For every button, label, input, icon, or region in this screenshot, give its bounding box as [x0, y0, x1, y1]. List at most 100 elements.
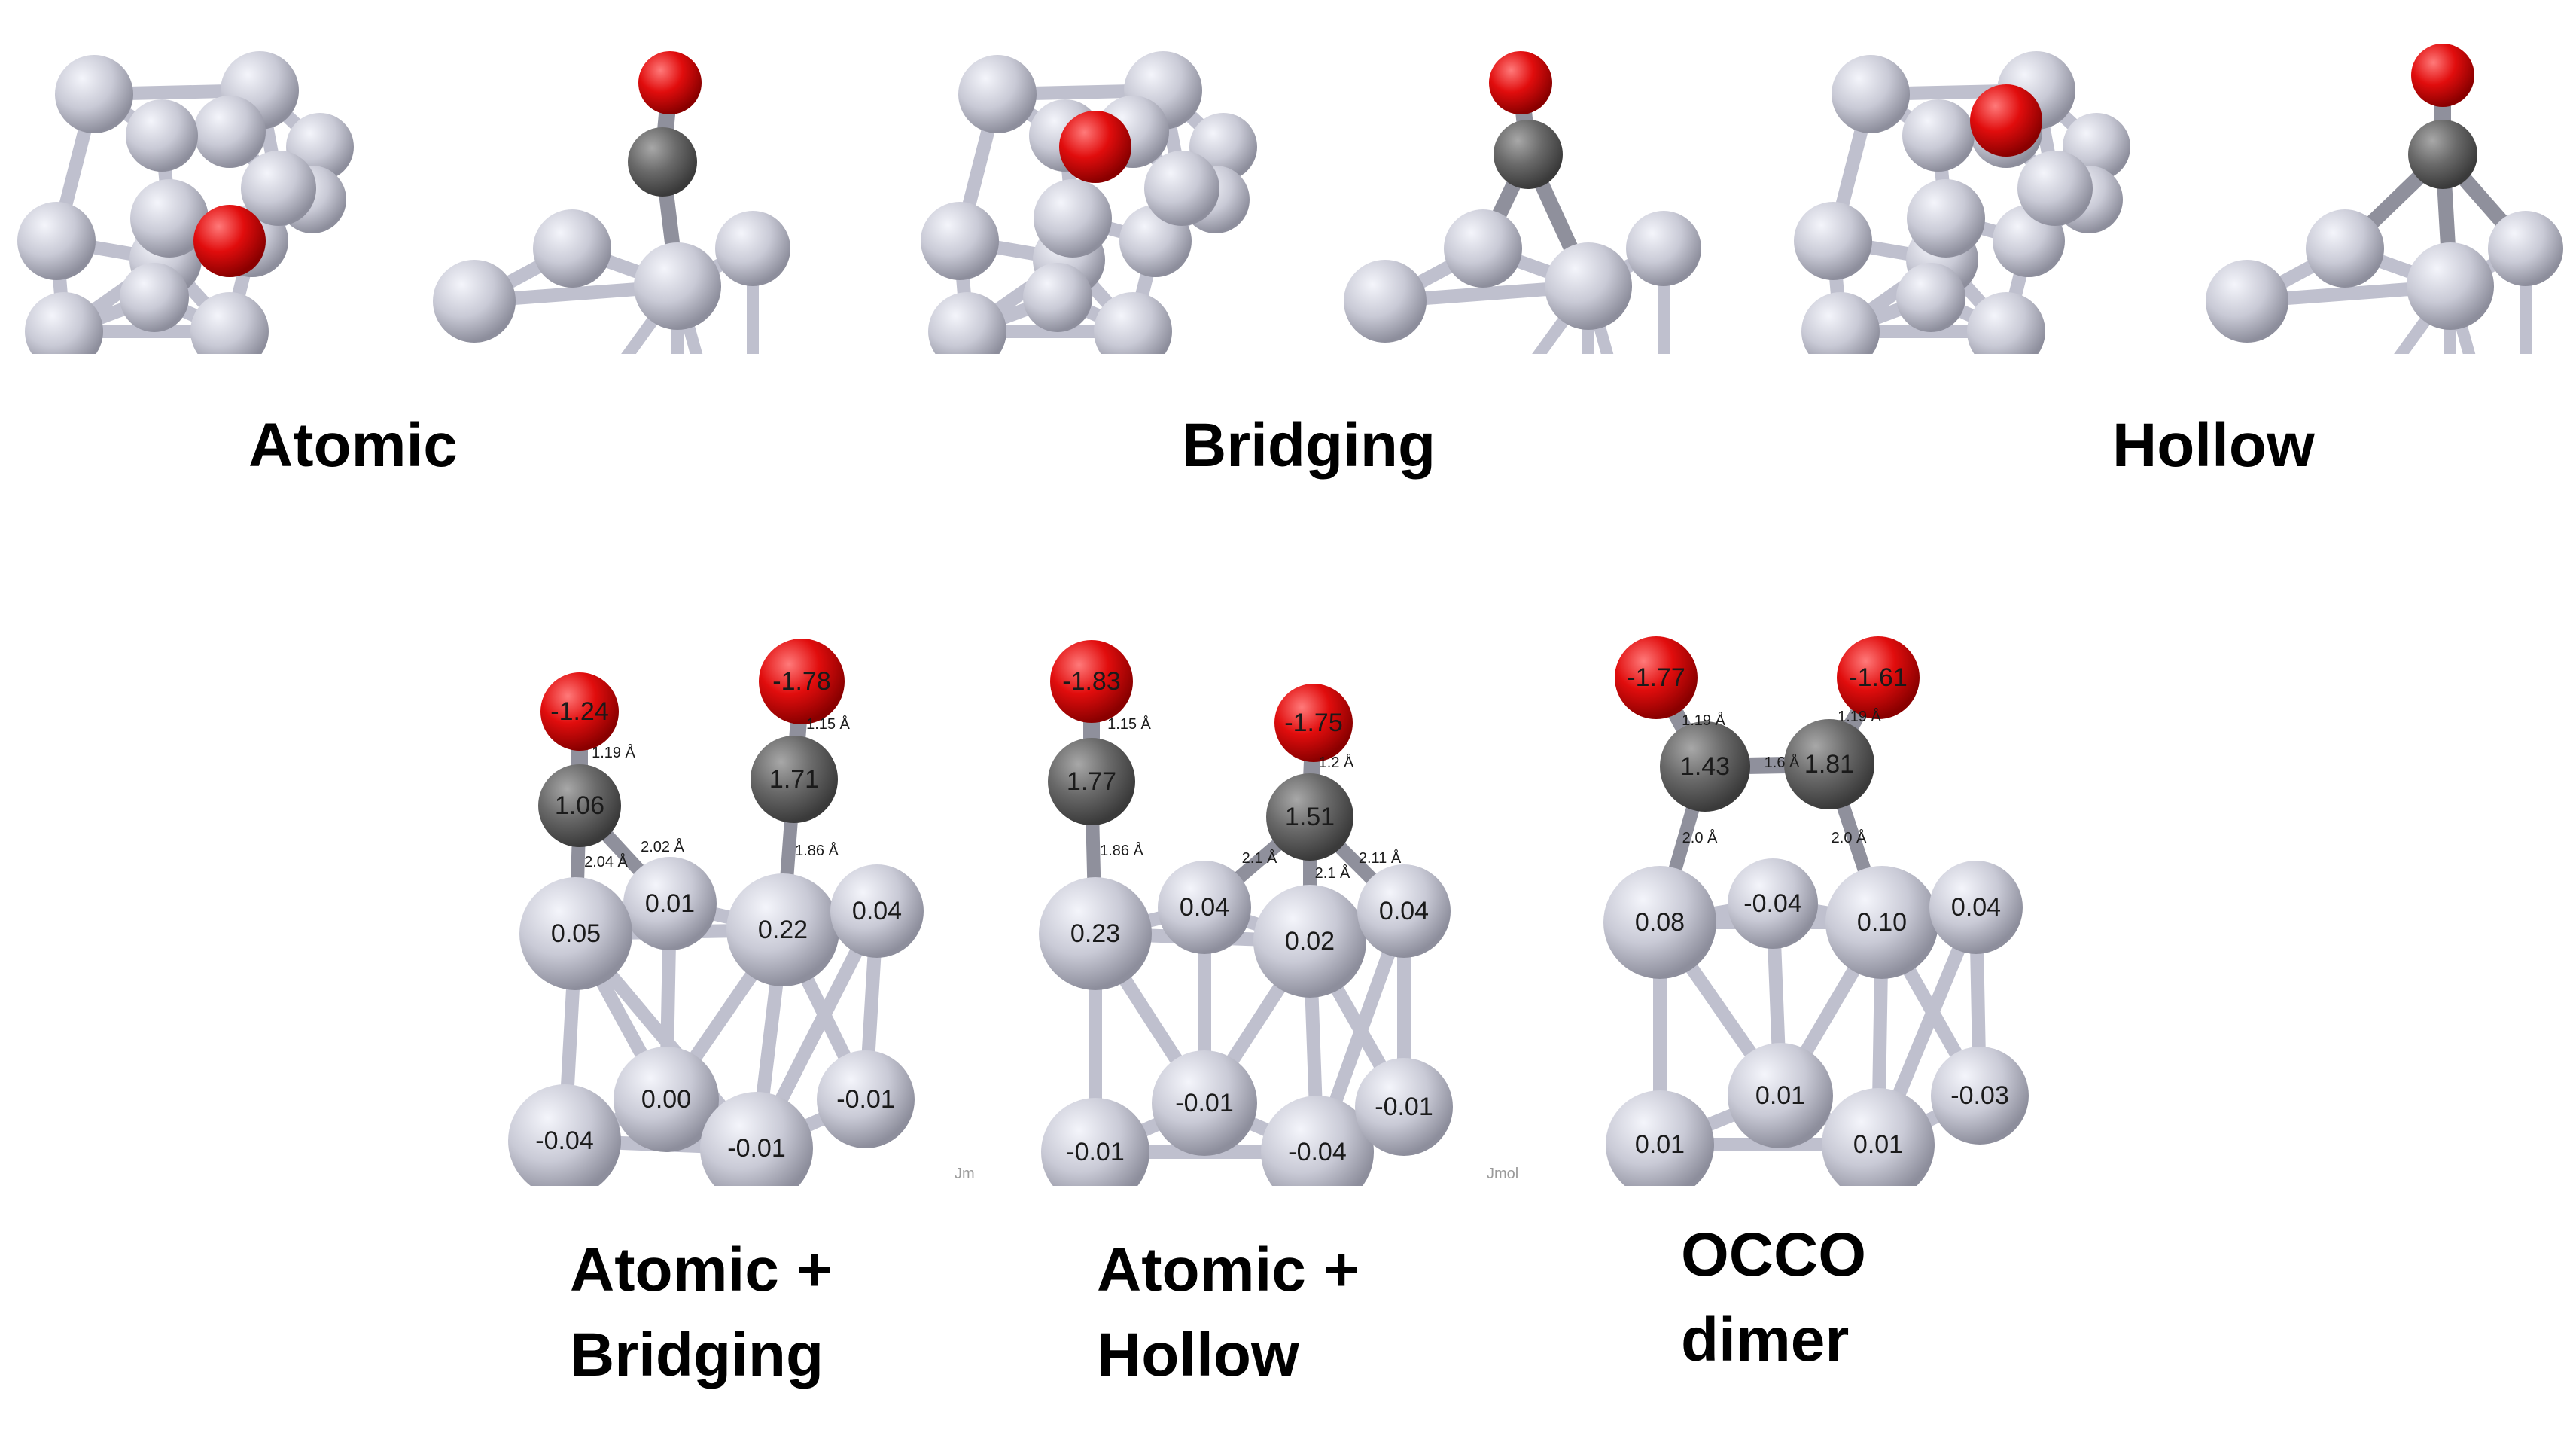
- metal-atom: [958, 55, 1037, 133]
- partial-charge-label: 1.71: [769, 765, 819, 794]
- bond-length-label: 1.19 Å: [1838, 708, 1881, 725]
- partial-charge-label: -0.01: [1175, 1089, 1234, 1117]
- metal-atom: [2306, 209, 2384, 288]
- metal-atom: [1626, 211, 1701, 286]
- jmol-watermark: Jm: [955, 1166, 975, 1182]
- bond-length-label: 1.19 Å: [1682, 712, 1725, 729]
- metal-atom: [715, 211, 790, 286]
- metal-atom: [190, 292, 269, 354]
- bridging-top-view: [921, 51, 1257, 354]
- metal-atom: [1931, 1047, 2029, 1145]
- bond-length-label: 1.86 Å: [795, 842, 839, 859]
- metal-atom: [130, 179, 209, 258]
- metal-atom: [1344, 260, 1427, 343]
- bond-length-label: 1.2 Å: [1319, 754, 1354, 771]
- metal-atom: [1902, 99, 1975, 172]
- partial-charge-label: -0.01: [1375, 1093, 1433, 1121]
- metal-atom: [2206, 260, 2288, 343]
- metal-atom: [1023, 263, 1092, 332]
- partial-charge-label: 0.10: [1857, 908, 1907, 937]
- bond-length-label: 1.19 Å: [592, 744, 635, 761]
- metal-atom: [1618, 414, 1634, 429]
- partial-charge-label: 0.04: [1180, 893, 1229, 922]
- bottom-row-structures: -1.24 1.06 -1.78 1.71 0.01 0.05 0.22 0.04 0.00 -0…: [508, 636, 2029, 1186]
- metal-atom: [433, 260, 516, 343]
- partial-charge-label: -0.01: [836, 1085, 895, 1114]
- partial-charge-label: -1.83: [1062, 667, 1121, 696]
- hollow-top-view: [1794, 51, 2130, 354]
- metal-atom: [55, 55, 133, 133]
- metal-atom: [745, 414, 760, 429]
- partial-charge-label: 1.51: [1285, 803, 1335, 831]
- metal-atom: [928, 292, 1006, 354]
- metal-atom: [1261, 1096, 1374, 1186]
- jmol-watermark: Jmol: [1487, 1166, 1519, 1182]
- partial-charge-label: 0.00: [641, 1085, 691, 1114]
- metal-atom: [1967, 292, 2045, 354]
- bond-length-label: 1.6 Å: [1765, 754, 1800, 771]
- metal-atom: [2480, 414, 2495, 429]
- metal-atom: [1822, 1088, 1935, 1186]
- metal-atom: [533, 209, 611, 288]
- metal-atom: [25, 292, 103, 354]
- metal-atom: [1034, 179, 1112, 258]
- partial-charge-label: -0.01: [1066, 1138, 1125, 1166]
- metal-atom: [1728, 1043, 1833, 1148]
- label-atomic-hollow: Atomic + Hollow: [1097, 1236, 1360, 1390]
- carbon-atom: [1266, 773, 1353, 861]
- oxygen-atom: [1615, 636, 1698, 719]
- partial-charge-label: -1.75: [1284, 709, 1343, 737]
- metal-atom: [830, 864, 924, 958]
- hollow-side-view: [2206, 44, 2563, 429]
- metal-atom: [1039, 877, 1152, 990]
- metal-atom: [1144, 151, 1219, 226]
- metal-atom: [1094, 292, 1172, 354]
- metal-atom: [2518, 414, 2533, 429]
- oxygen-atom: [540, 672, 619, 751]
- metal-atom: [614, 1047, 719, 1152]
- partial-charge-label: 1.43: [1680, 752, 1730, 781]
- atomic-top-view: [17, 51, 354, 354]
- partial-charge-label: 0.01: [645, 889, 695, 918]
- partial-charge-label: -0.03: [1950, 1081, 2009, 1110]
- label-bridging: Bridging: [1182, 411, 1436, 480]
- label-atomic-bridging: Atomic + Bridging: [570, 1236, 833, 1390]
- oxygen-atom: [1059, 111, 1131, 183]
- metal-atom: [2488, 211, 2563, 286]
- partial-charge-label: 0.01: [1853, 1130, 1903, 1159]
- partial-charge-label: 1.06: [555, 791, 604, 820]
- partial-charge-label: -1.24: [550, 697, 609, 726]
- partial-charge-label: -1.78: [772, 667, 831, 696]
- metal-atom: [1832, 55, 1910, 133]
- partial-charge-label: 0.22: [758, 916, 808, 944]
- bond-length-label: 2.02 Å: [641, 838, 684, 855]
- oxygen-atom: [1489, 51, 1552, 114]
- metal-atom: [634, 242, 721, 330]
- metal-atom: [1606, 1090, 1714, 1186]
- bond-length-label: 1.15 Å: [1107, 715, 1151, 733]
- metal-atom: [1801, 292, 1880, 354]
- bond-length-label: 2.1 Å: [1315, 864, 1350, 882]
- metal-atom: [120, 263, 189, 332]
- bond-length-label: 1.15 Å: [806, 715, 850, 733]
- partial-charge-label: 0.01: [1755, 1081, 1805, 1110]
- metal-atom: [1152, 1050, 1257, 1156]
- top-row-structures: [17, 44, 2563, 429]
- carbon-atom: [1784, 719, 1874, 809]
- metal-atom: [1728, 858, 1818, 949]
- label-atomic: Atomic: [248, 411, 458, 480]
- metal-atom: [2407, 242, 2494, 330]
- atomic-side-view: [433, 51, 790, 429]
- metal-atom: [1825, 866, 1938, 979]
- metal-atom: [1907, 179, 1985, 258]
- partial-charge-label: 0.05: [551, 919, 601, 948]
- metal-atom: [817, 1050, 915, 1148]
- partial-charge-label: 0.01: [1635, 1130, 1685, 1159]
- label-hollow: Hollow: [2112, 411, 2315, 480]
- metal-atom: [2443, 414, 2458, 429]
- bond-length-label: 2.0 Å: [1682, 829, 1718, 846]
- partial-charge-label: 0.02: [1285, 927, 1335, 956]
- partial-charge-label: 0.23: [1070, 919, 1120, 948]
